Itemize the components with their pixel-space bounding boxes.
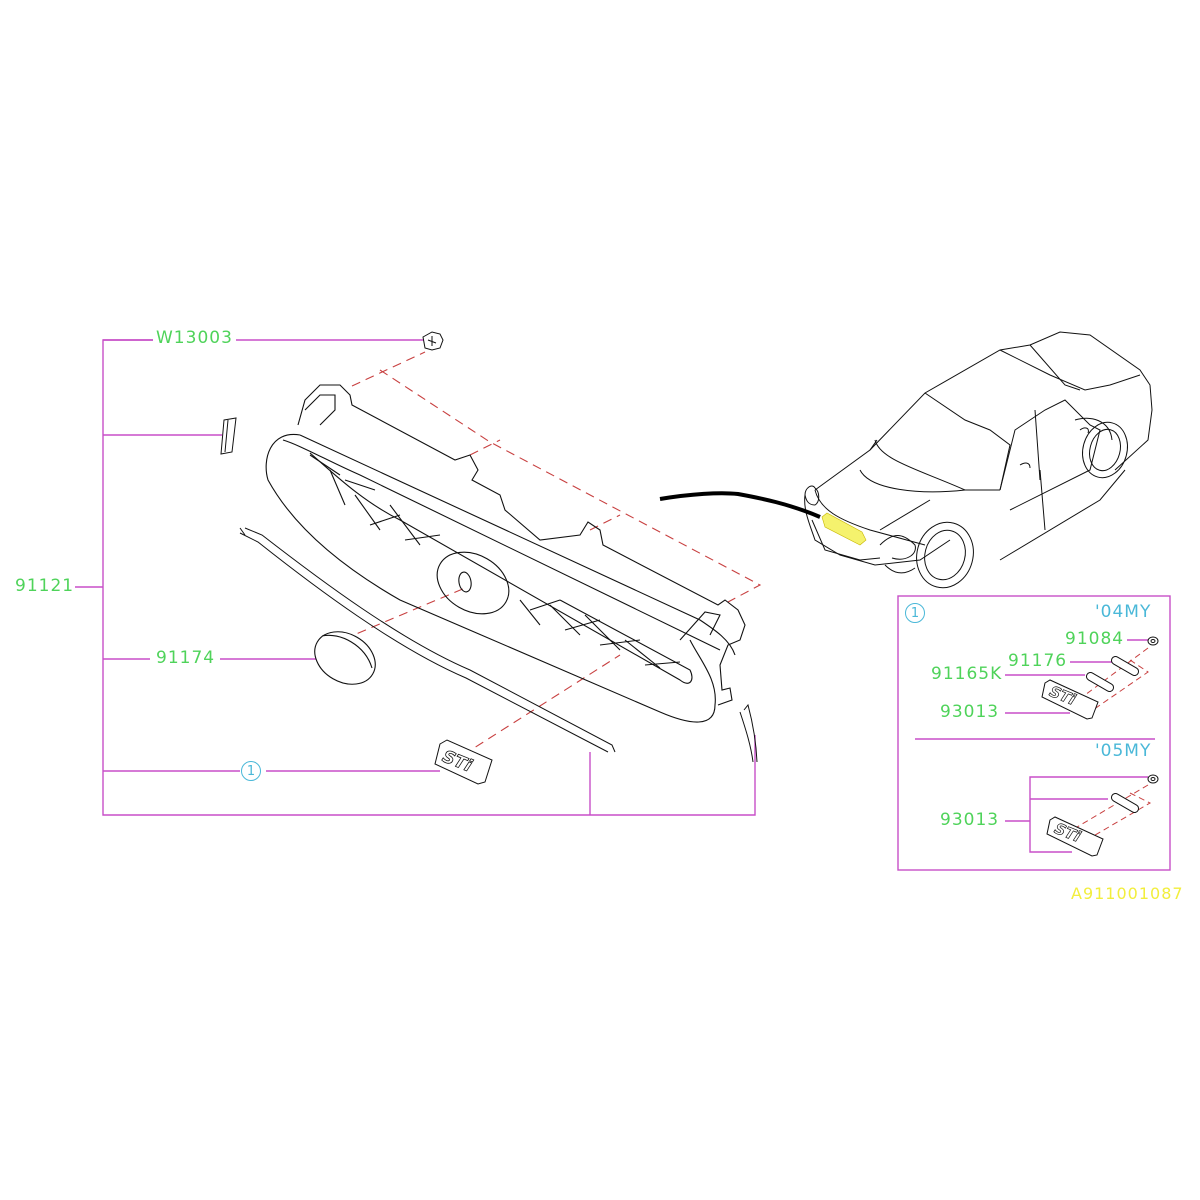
inset-part-label-91176: 91176 (1005, 653, 1071, 670)
inset-part-label-91165k: 91165K (928, 666, 1006, 683)
inset-frame (897, 595, 1171, 871)
side-piece-drawing (220, 417, 237, 455)
inset-reference-marker-1: 1 (905, 603, 925, 623)
inset-part-label-93013-04: 93013 (937, 704, 1003, 721)
molding-strip-drawing (239, 527, 616, 753)
sti-badge-drawing: STi (434, 739, 493, 785)
reference-marker-1: 1 (241, 761, 261, 781)
leader-lines (75, 339, 756, 816)
part-label-w13003: W13003 (153, 330, 236, 347)
diagram-id-label: A911001087 (1071, 884, 1184, 903)
inset-dash-lines (1071, 647, 1152, 839)
inset-year-label-05my: '05MY (1092, 743, 1155, 760)
clip-w13003-drawing (422, 331, 444, 351)
part-label-91174: 91174 (153, 650, 219, 667)
inset-part-label-93013-05: 93013 (937, 812, 1003, 829)
car-grille-highlight (821, 512, 867, 546)
emblem-91174-drawing (314, 631, 376, 685)
grille-assembly-drawing (265, 384, 746, 723)
part-label-91121: 91121 (15, 576, 75, 596)
location-pointer (659, 491, 821, 519)
inset-part-label-91084: 91084 (1062, 631, 1128, 648)
right-strip-drawing (739, 703, 758, 763)
inset-year-label-04my: '04MY (1092, 604, 1155, 621)
assembly-dash-lines (329, 351, 762, 756)
car-illustration (804, 331, 1153, 589)
